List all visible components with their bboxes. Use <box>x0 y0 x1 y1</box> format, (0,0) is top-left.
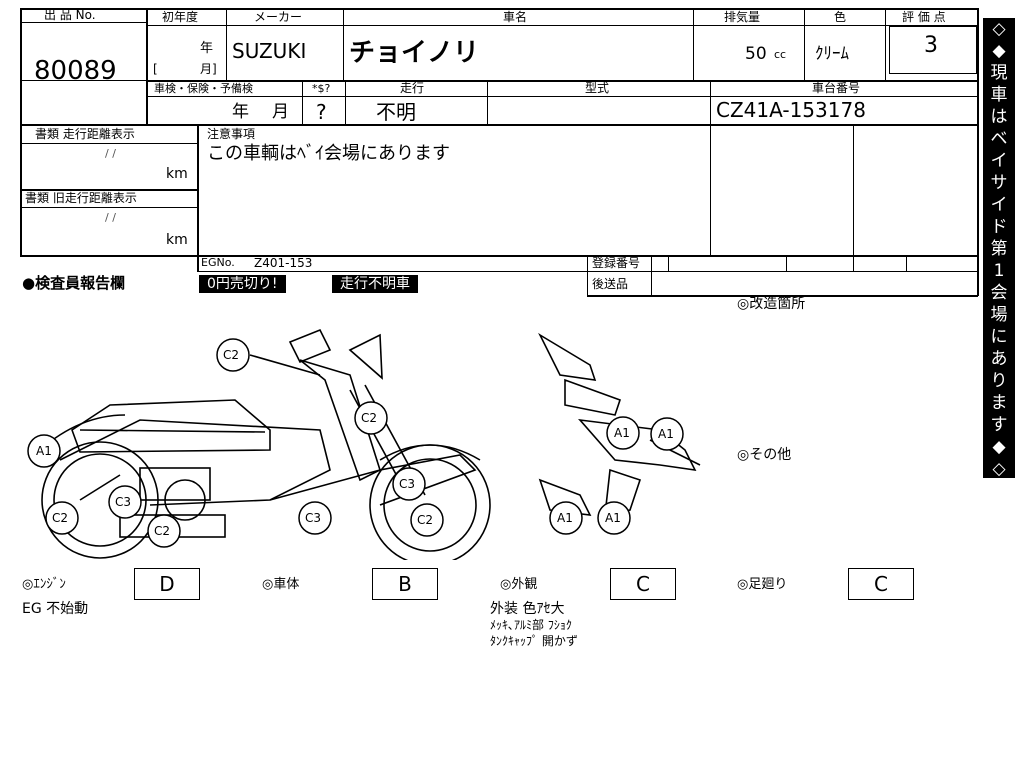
exterior-grade: C <box>610 568 676 600</box>
color-value: ｸﾘｰﾑ <box>815 44 849 64</box>
lot-no-label: 出 品 No. <box>44 8 96 22</box>
car-name: チョイノリ <box>349 38 480 68</box>
month-bracket: [ <box>153 62 158 76</box>
exterior-grade-label: ◎外観 <box>500 577 538 592</box>
damage-mark: A1 <box>557 511 573 525</box>
inspection-month: 月 <box>272 102 289 122</box>
notes-text: この車輌はﾍﾞｲ会場にあります <box>207 143 450 164</box>
engine-grade-label: ◎ｴﾝｼﾞﾝ <box>22 577 66 592</box>
sidebar-char: り <box>990 371 1008 391</box>
body-grade: B <box>372 568 438 600</box>
other-label: ◎その他 <box>737 447 792 463</box>
damage-mark: C3 <box>305 511 322 525</box>
lot-number: 80089 <box>34 56 117 86</box>
year-unit: 年 <box>200 41 214 56</box>
displacement-label: 排気量 <box>724 10 761 24</box>
sidebar-char: ド <box>990 217 1008 237</box>
sidebar-char: あ <box>990 349 1008 369</box>
sidebar-char: 会 <box>990 283 1008 303</box>
inspection-year: 年 <box>232 102 249 122</box>
chassis-number: CZ41A-153178 <box>716 98 866 122</box>
sidebar-char: ◆ <box>992 41 1006 61</box>
sidebar-char: す <box>990 415 1008 435</box>
score-value: 3 <box>924 33 938 58</box>
sidebar-char: に <box>990 327 1008 347</box>
damage-mark: C2 <box>223 348 240 362</box>
sidebar-char: 第 <box>990 239 1008 259</box>
damage-mark-circles <box>27 338 684 548</box>
suspension-grade-label: ◎足廻り <box>737 577 788 592</box>
inspection-label: 車検・保険・予備検 <box>154 82 253 95</box>
exterior-remark-2: ﾒｯｷ､ｱﾙﾐ部 ﾌｼｮｸ <box>490 618 572 632</box>
sdollar-label: *$? <box>312 82 331 95</box>
sidebar-char: 場 <box>990 305 1008 325</box>
sidebar-char: イ <box>990 151 1008 171</box>
maker-label: メーカー <box>254 10 303 24</box>
sidebar-char: 車 <box>990 85 1008 105</box>
displacement-value: 50 <box>745 44 767 64</box>
sidebar-char: ベ <box>990 129 1008 149</box>
carname-label: 車名 <box>503 10 528 24</box>
post-label: 後送品 <box>592 277 629 291</box>
sidebar-char: ◆ <box>992 437 1006 457</box>
damage-mark: C2 <box>154 524 171 538</box>
damage-mark: C2 <box>417 513 434 527</box>
sidebar-char: ◇ <box>992 459 1006 479</box>
damage-mark: A1 <box>36 444 52 458</box>
suspension-grade: C <box>848 568 914 600</box>
sidebar-char: は <box>990 107 1008 127</box>
doc-mileage-slashes: / / <box>105 147 116 160</box>
sidebar-char: ま <box>990 393 1008 413</box>
egno-label: EGNo. <box>201 256 235 269</box>
notes-label: 注意事項 <box>207 127 256 141</box>
engine-grade: D <box>134 568 200 600</box>
body-grade-label: ◎車体 <box>262 577 300 592</box>
mileage-value: 不明 <box>376 100 416 124</box>
registration-label: 登録番号 <box>592 256 641 270</box>
sidebar-char: サ <box>990 173 1008 193</box>
sold-zero-badge: 0円売切り! <box>199 275 286 293</box>
doc-old-mileage-km: km <box>166 232 188 248</box>
model-label: 型式 <box>585 81 610 95</box>
sidebar-char: 現 <box>990 63 1008 83</box>
mileage-unknown-badge: 走行不明車 <box>332 275 418 293</box>
exterior-remark-1: 外装 色ｱｾ大 <box>490 601 565 617</box>
inspector-label: ●検査員報告欄 <box>22 274 126 292</box>
engine-remark: EG 不始動 <box>22 601 89 617</box>
damage-mark: A1 <box>658 427 674 441</box>
damage-mark: C3 <box>115 495 132 509</box>
sidebar-char: イ <box>990 195 1008 215</box>
exterior-remark-3: ﾀﾝｸｷｬｯﾌﾟ 開かず <box>490 634 578 648</box>
year-label: 初年度 <box>162 10 199 24</box>
damage-mark: A1 <box>605 511 621 525</box>
modified-label: ◎改造箇所 <box>737 296 806 312</box>
color-label: 色 <box>834 10 847 24</box>
egno-value: Z401-153 <box>254 256 313 270</box>
sidebar-char: 1 <box>993 261 1005 281</box>
damage-mark: C2 <box>361 411 378 425</box>
mileage-label: 走行 <box>400 81 425 95</box>
doc-mileage-label: 書類 走行距離表示 <box>35 127 135 141</box>
displacement-unit: cc <box>774 48 787 61</box>
chassis-label: 車台番号 <box>812 81 861 95</box>
score-label: 評 価 点 <box>902 10 946 24</box>
damage-mark: C3 <box>399 477 416 491</box>
doc-mileage-km: km <box>166 166 188 182</box>
sidebar-char: ◇ <box>992 19 1006 39</box>
month-unit: 月] <box>200 62 217 76</box>
damage-mark: C2 <box>52 511 69 525</box>
damage-mark: A1 <box>614 426 630 440</box>
doc-old-mileage-slashes: / / <box>105 211 116 224</box>
score-box <box>889 26 977 74</box>
maker-name: SUZUKI <box>232 39 307 63</box>
doc-old-mileage-label: 書類 旧走行距離表示 <box>25 191 137 205</box>
sdollar-value: ? <box>316 100 327 124</box>
